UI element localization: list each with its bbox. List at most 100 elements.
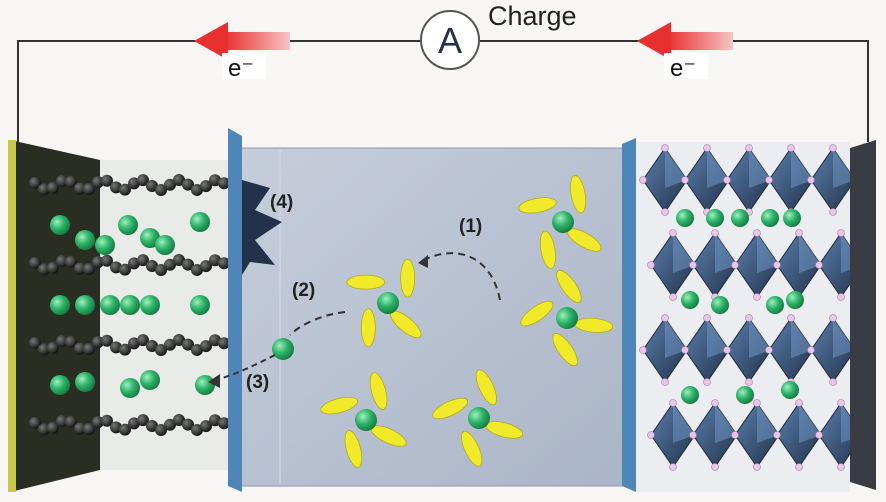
carbon-atom	[92, 176, 104, 189]
metal-oxide-octahedron	[689, 399, 741, 471]
oxygen-atom	[837, 293, 845, 301]
carbon-atom	[209, 254, 221, 267]
carbon-atom	[209, 334, 221, 347]
oxygen-atom	[689, 431, 697, 439]
oxygen-atom	[773, 261, 781, 269]
carbon-atom	[173, 414, 185, 427]
oxygen-atom	[723, 176, 731, 184]
carbon-atom	[74, 342, 86, 355]
oxygen-atom	[669, 463, 677, 471]
carbon-atom	[56, 175, 68, 188]
carbon-atom	[128, 417, 140, 430]
carbon-atom	[56, 255, 68, 268]
carbon-atom	[200, 180, 212, 193]
solvated-lithium-ion	[346, 258, 422, 348]
oxygen-atom	[703, 144, 711, 152]
oxygen-atom	[815, 261, 823, 269]
metal-oxide-octahedron	[647, 229, 699, 301]
oxygen-atom	[837, 399, 845, 407]
oxygen-atom	[703, 378, 711, 386]
oxygen-atom	[807, 176, 815, 184]
carbon-atom	[101, 254, 113, 267]
carbon-atom	[155, 263, 167, 276]
oxygen-atom	[787, 314, 795, 322]
cathode-layered-oxide	[636, 140, 876, 492]
oxygen-atom	[829, 144, 837, 152]
solvent-molecule	[360, 308, 376, 348]
carbon-atom	[83, 182, 95, 195]
desolvated-lithium-ion	[272, 338, 294, 360]
carbon-atom	[65, 255, 77, 268]
electron-label-right: e⁻	[670, 55, 696, 82]
carbon-atom	[29, 416, 41, 429]
carbon-atom	[110, 341, 122, 354]
oxygen-atom	[745, 144, 753, 152]
oxygen-atom	[703, 314, 711, 322]
oxygen-atom	[711, 399, 719, 407]
oxygen-atom	[661, 208, 669, 216]
solvent-molecule	[400, 258, 416, 298]
metal-oxide-octahedron	[773, 229, 825, 301]
oxygen-atom	[745, 378, 753, 386]
oxygen-atom	[753, 463, 761, 471]
carbon-atom	[209, 414, 221, 427]
solvent-molecule	[320, 396, 358, 415]
carbon-atom	[164, 178, 176, 191]
oxygen-atom	[723, 346, 731, 354]
carbon-atom	[164, 418, 176, 431]
lithium-ion	[195, 375, 215, 395]
carbon-atom	[47, 261, 59, 274]
lithium-ion	[155, 235, 175, 255]
carbon-atom	[146, 259, 158, 272]
lithium-ion	[761, 209, 779, 227]
solvated-lithium-ion	[320, 372, 407, 468]
carbon-atom	[182, 258, 194, 271]
carbon-atom	[83, 342, 95, 355]
metal-oxide-octahedron	[807, 144, 859, 216]
metal-oxide-octahedron	[681, 314, 733, 386]
ammeter-label: A	[438, 20, 462, 61]
lithium-ion	[681, 291, 699, 309]
path-step-3	[214, 354, 276, 381]
lithium-ion	[140, 295, 160, 315]
carbon-atom	[173, 334, 185, 347]
carbon-atom	[218, 257, 230, 270]
carbon-atom	[164, 338, 176, 351]
metal-oxide-octahedron	[723, 144, 775, 216]
oxygen-atom	[753, 399, 761, 407]
oxygen-atom	[815, 431, 823, 439]
carbon-atom	[101, 414, 113, 427]
separator-left	[228, 128, 242, 492]
carbon-atom	[119, 183, 131, 196]
lithium-ion	[355, 409, 377, 431]
lithium-ion	[766, 296, 784, 314]
carbon-atom	[65, 175, 77, 188]
carbon-atom	[155, 343, 167, 356]
lithium-ion	[556, 307, 578, 329]
charge-title: Charge	[488, 1, 577, 31]
carbon-atom	[128, 337, 140, 350]
carbon-atom	[200, 260, 212, 273]
carbon-atom	[65, 415, 77, 428]
oxygen-atom	[711, 463, 719, 471]
carbon-atom	[119, 343, 131, 356]
carbon-atom	[191, 423, 203, 436]
lithium-ion	[736, 386, 754, 404]
carbon-atom	[47, 421, 59, 434]
lithium-ion	[95, 235, 115, 255]
lithium-ion	[75, 372, 95, 392]
carbon-atom	[155, 423, 167, 436]
path-step-2	[289, 311, 346, 336]
carbon-atom	[92, 336, 104, 349]
sei-layer	[242, 180, 282, 275]
metal-oxide-octahedron	[723, 314, 775, 386]
oxygen-atom	[661, 314, 669, 322]
carbon-atom	[137, 414, 149, 427]
solvent-molecule	[518, 197, 557, 214]
solvent-molecule	[570, 175, 587, 214]
metal-oxide-octahedron	[731, 399, 783, 471]
solvent-molecule	[369, 372, 388, 410]
graphite-layer	[29, 414, 230, 436]
carbon-atom	[200, 420, 212, 433]
carbon-atom	[191, 263, 203, 276]
